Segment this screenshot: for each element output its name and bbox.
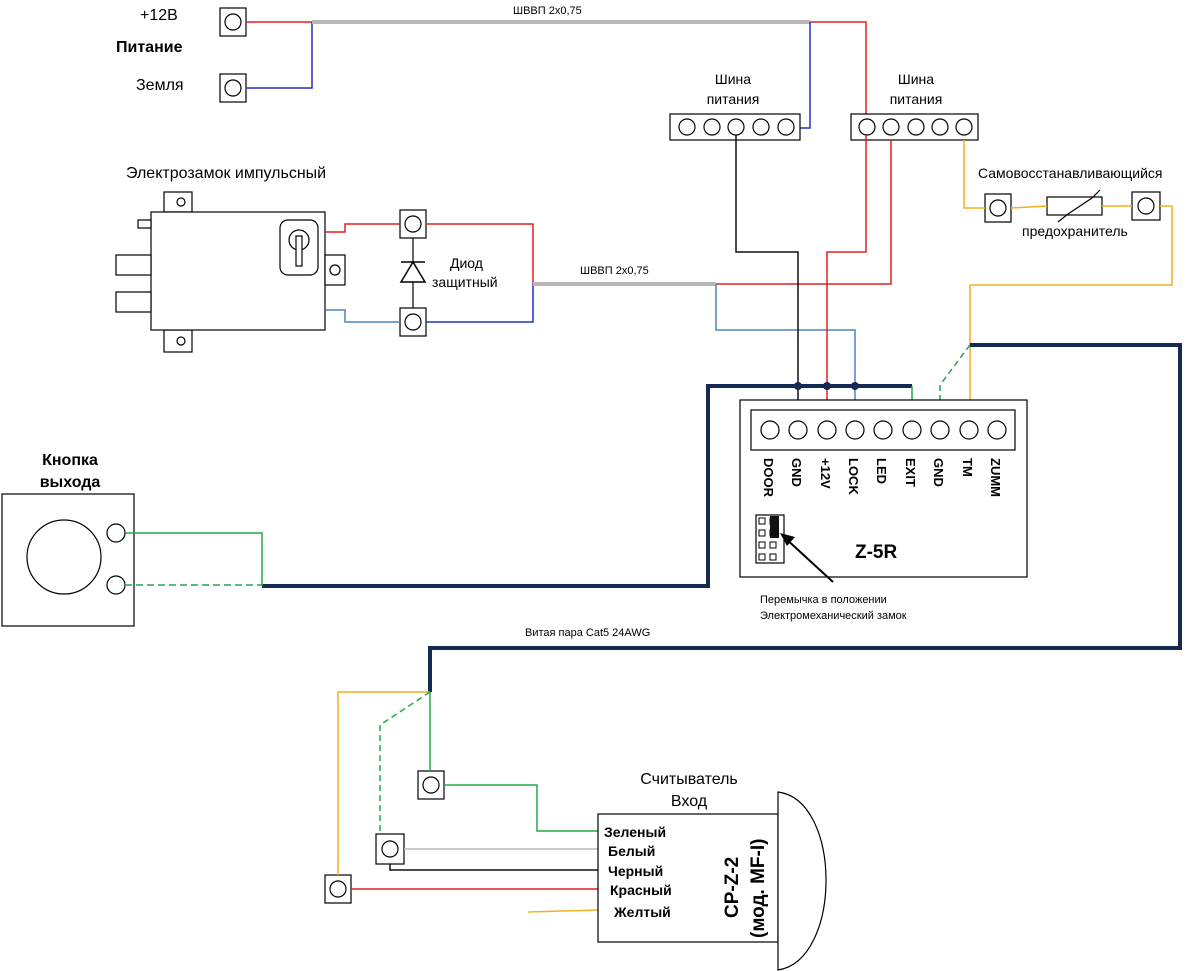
reader: Считыватель Вход Зеленый Белый Черный Кр… — [597, 771, 827, 971]
terminal-label-tm: TM — [960, 458, 975, 477]
bus-right-screw — [907, 118, 925, 136]
bus-left-screw — [703, 118, 721, 136]
reader-body — [597, 813, 779, 943]
lock-wires — [325, 140, 892, 420]
bus-right-label-1: Шина — [898, 71, 934, 87]
bus-left-label-2: питания — [707, 91, 760, 107]
reader-title-2: Вход — [671, 793, 708, 810]
fuse: Самовосстанавливающийся предохранитель — [978, 165, 1163, 239]
lock-bolt-top — [115, 254, 152, 276]
diode-label-2: защитный — [432, 274, 498, 290]
bus-left-screw — [752, 118, 770, 136]
button-wires — [125, 532, 263, 586]
lock-tab — [137, 219, 152, 229]
bus-right-screw — [931, 118, 949, 136]
jumper-arrow — [780, 533, 795, 546]
jumper-note-2: Электромеханический замок — [760, 610, 907, 622]
electric-lock: Электрозамок импульсный — [115, 165, 346, 353]
bus-left-screw — [727, 118, 745, 136]
reader-wire-yellow: Желтый — [613, 904, 671, 920]
lock-bolt-bottom — [115, 291, 152, 313]
bus-wires — [735, 135, 867, 420]
terminal-label-lock: LOCK — [846, 458, 861, 495]
lock-title: Электрозамок импульсный — [126, 165, 326, 182]
jumper-cap — [770, 516, 779, 538]
reader-wire-red: Красный — [610, 882, 672, 898]
bus-right-label-2: питания — [890, 91, 943, 107]
reader-title-1: Считыватель — [640, 771, 738, 788]
diode-label-1: Диод — [450, 255, 483, 271]
diode-icon — [399, 260, 427, 283]
controller-name: Z-5R — [855, 542, 898, 563]
terminal-label-gnd: GND — [789, 458, 804, 487]
bus-right-screw — [882, 118, 900, 136]
exit-button: Кнопка выхода — [1, 452, 135, 627]
button-contact-1 — [106, 523, 126, 543]
diode-block: Диод защитный — [399, 209, 498, 337]
button-contact-2 — [106, 575, 126, 595]
bus-left-screw — [678, 118, 696, 136]
power-title: Питание — [116, 39, 183, 56]
controller-z5r: DOOR GND +12V LOCK LED EXIT GND TM ZUMM … — [739, 399, 1028, 583]
bus-left-label-1: Шина — [715, 71, 751, 87]
ground-label: Земля — [136, 77, 184, 94]
twisted-pair-label: Витая пара Cat5 24AWG — [525, 627, 650, 639]
power-supply: +12В Питание Земля — [116, 7, 247, 103]
reader-model-1: СР-Z-2 — [722, 857, 743, 918]
terminal-plus12 — [219, 7, 247, 37]
bus-right: Шина питания — [850, 71, 979, 141]
terminal-label-exit: EXIT — [903, 458, 918, 487]
bus-right-screw — [955, 118, 973, 136]
button-title-1: Кнопка — [42, 452, 98, 469]
reader-wire-white: Белый — [608, 843, 655, 859]
reader-wires — [337, 691, 599, 913]
button-icon — [26, 519, 102, 595]
reader-cover — [777, 791, 827, 971]
fuse-label-bottom: предохранитель — [1022, 223, 1128, 239]
plus12-label: +12В — [140, 7, 178, 24]
wire-top-red — [810, 21, 867, 120]
terminal-label-plus12v: +12V — [818, 458, 833, 489]
fuse-slash — [1057, 189, 1101, 223]
fuse-body — [1046, 196, 1103, 216]
fuse-terminal-right-screw — [1137, 197, 1155, 215]
terminal-label-gnd2: GND — [931, 458, 946, 487]
power-wires — [246, 20, 867, 129]
bus-left: Шина питания — [669, 71, 801, 141]
fuse-label-top: Самовосстанавливающийся — [978, 165, 1163, 181]
reader-model-2: (мод. MF-I) — [748, 839, 769, 938]
terminal-label-led: LED — [874, 458, 889, 484]
jumper-block — [755, 514, 785, 564]
reader-terminals — [324, 770, 445, 904]
terminal-ground-screw — [224, 79, 242, 97]
bus-right-screw — [858, 118, 876, 136]
jumper-note-1: Перемычка в положении — [760, 594, 887, 606]
reader-wire-green: Зеленый — [604, 824, 666, 840]
wire-top-blue — [797, 22, 811, 129]
fuse-wires — [963, 140, 1173, 415]
fuse-terminal-left-screw — [989, 199, 1007, 217]
wire-ground-blue — [246, 22, 313, 89]
twisted-pair-cable — [262, 343, 1182, 692]
cable-top-label: ШВВП 2х0,75 — [513, 5, 582, 17]
bus-left-screw — [777, 118, 795, 136]
terminal-label-door: DOOR — [761, 458, 776, 498]
reader-wire-black: Черный — [608, 863, 663, 879]
cable-mid-label: ШВВП 2х0,75 — [580, 265, 649, 277]
terminal-plus12-screw — [224, 13, 242, 31]
terminal-label-zumm: ZUMM — [988, 458, 1003, 497]
button-title-2: выхода — [40, 474, 101, 491]
